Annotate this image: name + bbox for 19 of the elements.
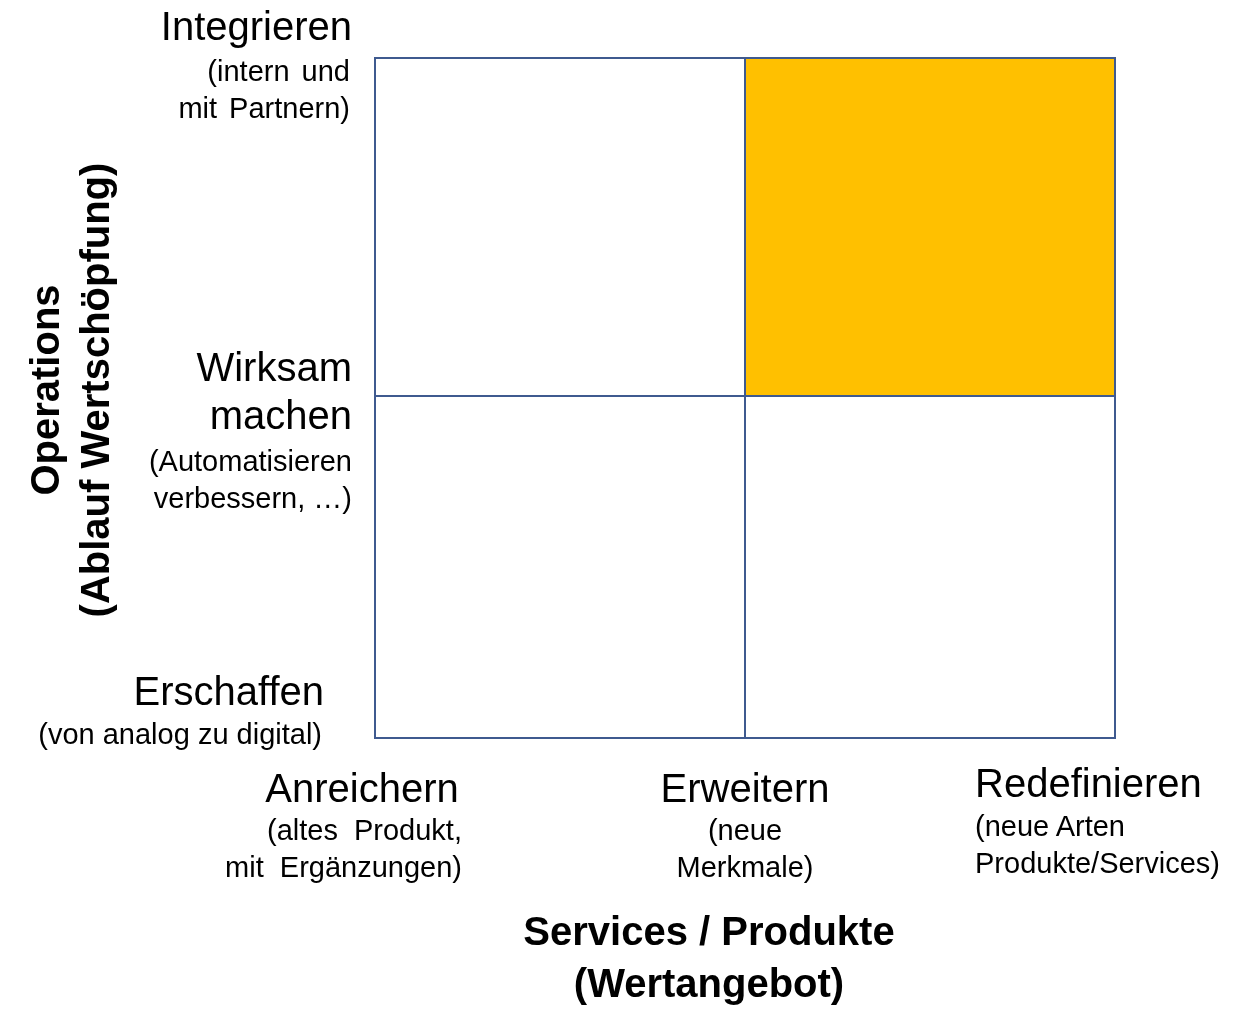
quadrant-cell: [374, 57, 746, 397]
y-axis-title: Operations: [22, 283, 68, 498]
level-description: (Automatisieren verbessern, …): [147, 444, 352, 516]
x-axis-title: Services / Produkte (Wertangebot): [522, 908, 896, 1007]
axis-level-label: Erweitern: [660, 765, 830, 811]
quadrant-cell: [744, 395, 1116, 739]
axis-level-label: Wirksam machen: [195, 344, 352, 439]
axis-level-label: Redefinieren: [975, 760, 1202, 806]
y-axis-subtitle: (Ablauf Wertschöpfung): [72, 161, 118, 620]
level-description: (von analog zu digital): [38, 718, 322, 751]
axis-level-label: Integrieren: [160, 3, 352, 49]
level-description: (altes Produkt, mit Ergänzungen): [224, 813, 462, 885]
level-description: (intern und mit Partnern): [177, 54, 350, 126]
quadrant-cell: [374, 395, 746, 739]
level-description: (neue Merkmale): [675, 813, 815, 885]
axis-level-label: Anreichern: [265, 765, 459, 811]
level-description: (neue Arten Produkte/Services): [975, 809, 1221, 881]
quadrant-cell: [744, 57, 1116, 397]
axis-level-label: Erschaffen: [133, 668, 324, 714]
